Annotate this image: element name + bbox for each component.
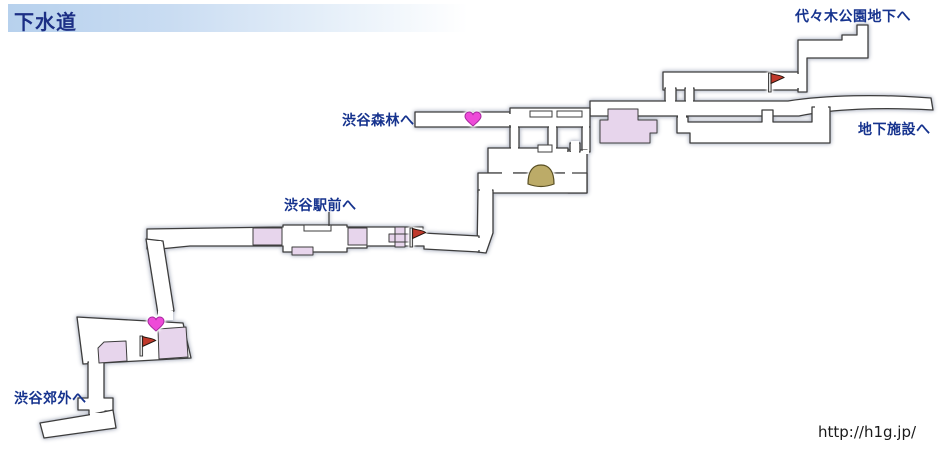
site-watermark: http://h1g.jp/ [818, 423, 917, 441]
exit-label-yoyogi: 代々木公園地下へ [795, 9, 911, 25]
purple-step [291, 246, 314, 256]
title-bar [8, 4, 468, 32]
page-title: 下水道 [14, 10, 77, 34]
exit-label-shibuya-station: 渋谷駅前へ [284, 198, 357, 214]
vent-boxes [303, 110, 583, 232]
corridor-forest [414, 111, 511, 128]
purple-rooms [97, 108, 658, 364]
save-dome-icon [527, 164, 555, 188]
purple-platform-right [157, 326, 189, 360]
heart-icon [464, 111, 482, 127]
purple-room-central [599, 108, 658, 144]
door-openings [89, 74, 828, 421]
flag-icon [139, 335, 157, 357]
heart-icon [147, 316, 165, 332]
stub-1 [509, 126, 520, 149]
room-mid-upper [487, 147, 569, 174]
purple-platform-left [97, 340, 128, 364]
exit-label-shibuya-forest: 渋谷森林へ [342, 113, 415, 129]
corridor-top-flag [662, 71, 799, 91]
corridor-map [39, 24, 934, 439]
exit-label-underground-facility: 地下施設へ [858, 122, 931, 138]
corridor-left-diagonal [145, 238, 175, 315]
flag-icon [409, 227, 427, 248]
exit-label-shibuya-suburbs: 渋谷郊外へ [14, 391, 87, 407]
stub-3 [581, 126, 591, 153]
flag-icon [768, 72, 785, 93]
corridor-right-band [676, 106, 831, 144]
purple-segment-2 [347, 227, 368, 246]
purple-segment-1 [252, 227, 283, 246]
corridor-yoyogi-hook [797, 24, 869, 93]
